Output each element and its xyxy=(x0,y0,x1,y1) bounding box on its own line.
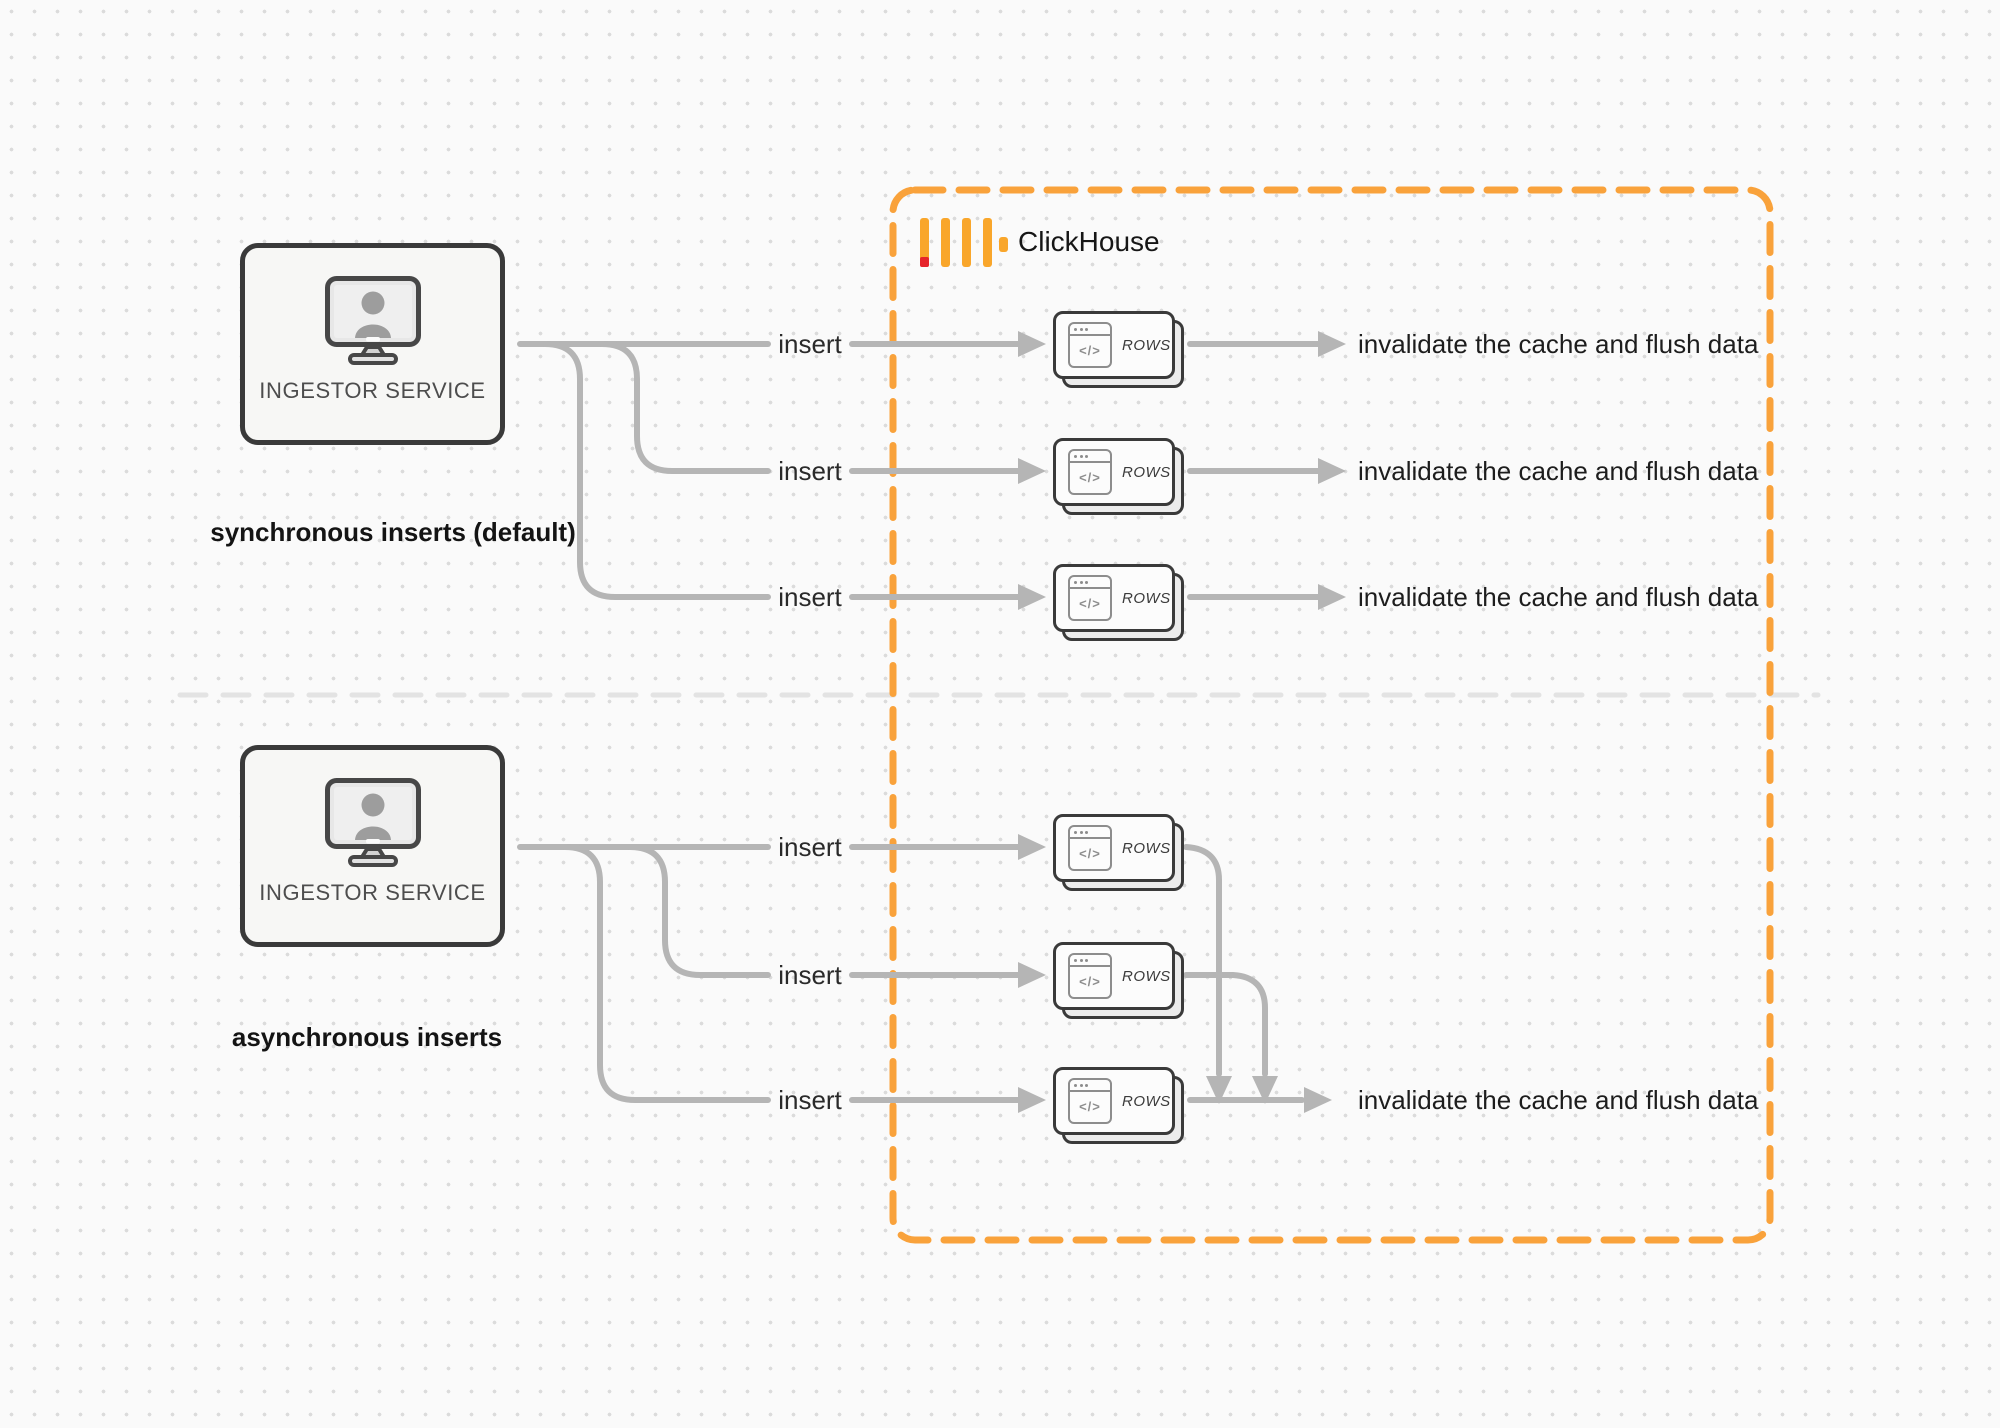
result-label: invalidate the cache and flush data xyxy=(1358,1085,1759,1115)
insert-label: insert xyxy=(778,960,842,990)
rows-card-stack: </> ROWS xyxy=(1053,438,1184,515)
browser-window-icon: </> xyxy=(1068,1078,1112,1124)
browser-window-dots xyxy=(1070,1080,1110,1092)
arrowhead-sync-row2-out xyxy=(1318,458,1346,484)
code-glyph: </> xyxy=(1079,342,1101,358)
browser-window-icon: </> xyxy=(1068,953,1112,999)
browser-window-dots xyxy=(1070,451,1110,463)
browser-window-icon: </> xyxy=(1068,449,1112,495)
clickhouse-boundary-box xyxy=(889,186,1774,1244)
arrowhead-async-merge-1 xyxy=(1206,1076,1232,1104)
rows-label: ROWS xyxy=(1122,1092,1171,1110)
sync-section-caption: synchronous inserts (default) xyxy=(210,517,576,547)
arrowhead-sync-row1-in xyxy=(1018,331,1046,357)
code-glyph: </> xyxy=(1079,973,1101,989)
rows-label: ROWS xyxy=(1122,589,1171,607)
rows-card-stack: </> ROWS xyxy=(1053,1067,1184,1144)
browser-window-icon: </> xyxy=(1068,825,1112,871)
rows-label: ROWS xyxy=(1122,463,1171,481)
rows-label: ROWS xyxy=(1122,336,1171,354)
browser-window-icon: </> xyxy=(1068,322,1112,368)
arrowhead-sync-row3-out xyxy=(1318,584,1346,610)
rows-label: ROWS xyxy=(1122,967,1171,985)
browser-window-dots xyxy=(1070,955,1110,967)
code-glyph: </> xyxy=(1079,1098,1101,1114)
clickhouse-bar xyxy=(983,218,992,267)
async-section-caption: asynchronous inserts xyxy=(231,1022,503,1052)
rows-card: </> ROWS xyxy=(1053,942,1175,1010)
rows-card-stack: </> ROWS xyxy=(1053,564,1184,641)
ingestor-service-node-sync: INGESTOR SERVICE xyxy=(240,243,505,445)
user-monitor-icon xyxy=(324,276,421,365)
rows-card: </> ROWS xyxy=(1053,1067,1175,1135)
arrowhead-async-out xyxy=(1304,1087,1332,1113)
clickhouse-bar xyxy=(941,218,950,267)
arrowhead-async-row3-in xyxy=(1018,1087,1046,1113)
clickhouse-bar xyxy=(962,218,971,267)
browser-window-icon: </> xyxy=(1068,575,1112,621)
result-label: invalidate the cache and flush data xyxy=(1358,456,1759,486)
ingestor-service-label: INGESTOR SERVICE xyxy=(259,880,486,905)
result-label: invalidate the cache and flush data xyxy=(1358,582,1759,612)
sync-branch-row3 xyxy=(542,341,771,600)
clickhouse-label: ClickHouse xyxy=(1018,226,1160,257)
rows-card: </> ROWS xyxy=(1053,564,1175,632)
clickhouse-logo-icon xyxy=(920,218,1010,267)
rows-card: </> ROWS xyxy=(1053,814,1175,882)
insert-label: insert xyxy=(778,582,842,612)
async-branch-row2 xyxy=(627,844,771,978)
insert-label: insert xyxy=(778,329,842,359)
insert-label: insert xyxy=(778,1085,842,1115)
rows-card: </> ROWS xyxy=(1053,311,1175,379)
rows-label: ROWS xyxy=(1122,839,1171,857)
arrowhead-async-row1-in xyxy=(1018,834,1046,860)
arrowhead-async-row2-in xyxy=(1018,962,1046,988)
clickhouse-red-accent xyxy=(920,257,929,267)
browser-window-dots xyxy=(1070,827,1110,839)
ingestor-service-label: INGESTOR SERVICE xyxy=(259,378,486,403)
arrowhead-sync-row3-in xyxy=(1018,584,1046,610)
rows-card-stack: </> ROWS xyxy=(1053,942,1184,1019)
rows-card-stack: </> ROWS xyxy=(1053,311,1184,388)
clickhouse-bar xyxy=(920,218,929,267)
result-label: invalidate the cache and flush data xyxy=(1358,329,1759,359)
arrowhead-async-merge-2 xyxy=(1252,1076,1278,1104)
async-branch-row3 xyxy=(562,844,771,1103)
rows-card-stack: </> ROWS xyxy=(1053,814,1184,891)
code-glyph: </> xyxy=(1079,845,1101,861)
arrowhead-sync-row2-in xyxy=(1018,458,1046,484)
clickhouse-bar-short xyxy=(999,237,1008,252)
code-glyph: </> xyxy=(1079,469,1101,485)
code-glyph: </> xyxy=(1079,595,1101,611)
sync-branch-row2 xyxy=(599,341,771,474)
ingestor-service-node-async: INGESTOR SERVICE xyxy=(240,745,505,947)
async-merge-line-1 xyxy=(1183,844,1222,1077)
insert-label: insert xyxy=(778,456,842,486)
async-merge-line-2 xyxy=(1183,972,1268,1077)
connector-lines xyxy=(517,341,1321,1103)
browser-window-dots xyxy=(1070,324,1110,336)
arrowhead-sync-row1-out xyxy=(1318,331,1346,357)
arrowheads xyxy=(1018,331,1346,1113)
browser-window-dots xyxy=(1070,577,1110,589)
rows-card: </> ROWS xyxy=(1053,438,1175,506)
insert-label: insert xyxy=(778,832,842,862)
user-monitor-icon xyxy=(324,778,421,867)
